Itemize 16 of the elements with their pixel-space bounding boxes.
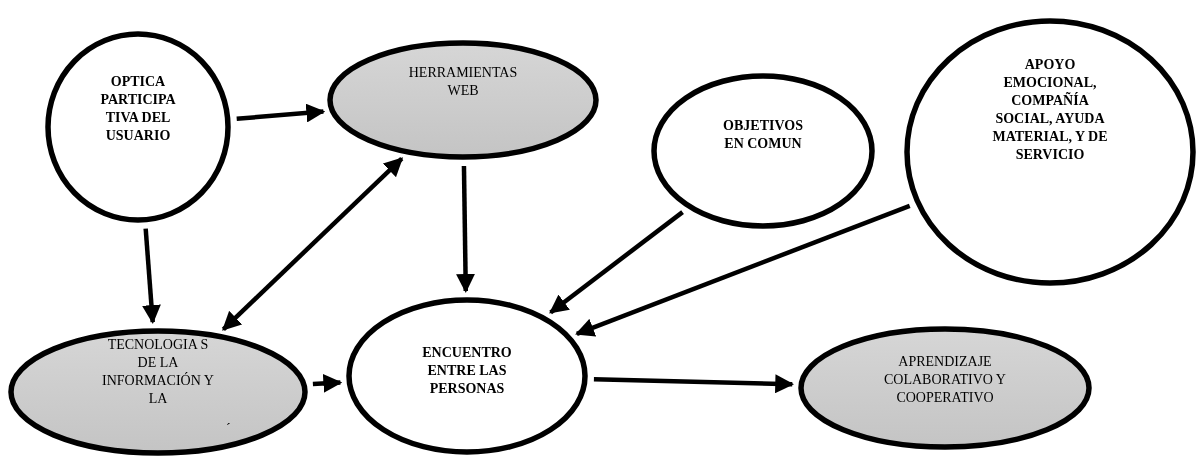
node-label: TECNOLOGIA S DE LA INFORMACIÓN Y LA bbox=[101, 335, 215, 408]
arrow bbox=[142, 228, 161, 324]
arrow bbox=[236, 103, 326, 123]
node-label: ENCUENTRO ENTRE LAS PERSONAS bbox=[421, 344, 513, 399]
node-label: APOYO EMOCIONAL, COMPAÑÍA SOCIAL, AYUDA MATERIAL, Y DE SERVICIO bbox=[991, 55, 1109, 164]
node-label: APRENDIZAJE COLABORATIVO Y COOPERATIVO bbox=[883, 353, 1007, 408]
arrow bbox=[221, 157, 404, 331]
arrow bbox=[456, 165, 475, 293]
arrow bbox=[593, 374, 795, 394]
accent-mark: ´ bbox=[226, 420, 231, 439]
node-label: HERRAMIENTAS WEB bbox=[407, 64, 519, 100]
arrow bbox=[312, 374, 343, 393]
arrow bbox=[549, 210, 684, 315]
node-label: OBJETIVOS EN COMUN bbox=[722, 116, 804, 153]
arrow bbox=[575, 203, 911, 337]
node-label: OPTICA PARTICIPA TIVA DEL USUARIO bbox=[99, 73, 177, 146]
